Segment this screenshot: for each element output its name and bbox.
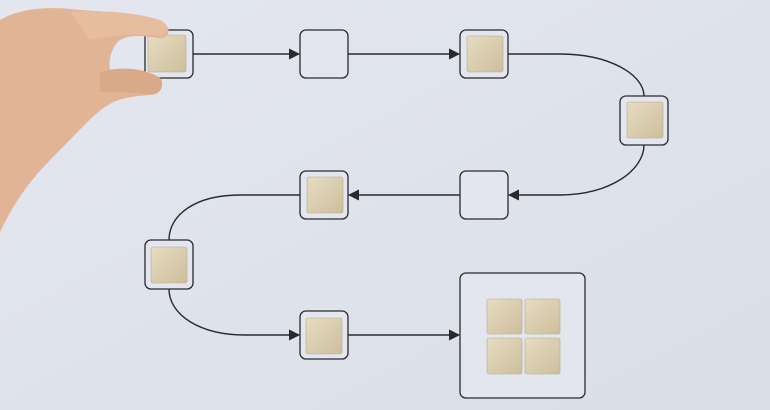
cube	[147, 34, 187, 73]
hand	[0, 8, 169, 232]
cube	[150, 246, 188, 284]
cube	[306, 176, 344, 214]
node-2	[299, 29, 349, 79]
hand-thumb	[100, 68, 163, 95]
connector-7	[168, 288, 301, 341]
cube	[305, 317, 343, 355]
connector-3	[508, 53, 645, 97]
connector-4	[507, 144, 645, 201]
hand-palm	[0, 8, 169, 232]
cube	[524, 298, 561, 335]
node-5	[459, 170, 509, 220]
cube	[486, 337, 523, 375]
cube	[626, 101, 664, 139]
cube	[524, 337, 561, 375]
cube	[486, 298, 523, 335]
cube	[466, 35, 504, 73]
connector-6	[168, 194, 300, 241]
wood-cubes	[147, 34, 664, 375]
hand-finger	[70, 11, 168, 40]
flow-lines	[168, 48, 645, 341]
final-node	[459, 272, 586, 399]
